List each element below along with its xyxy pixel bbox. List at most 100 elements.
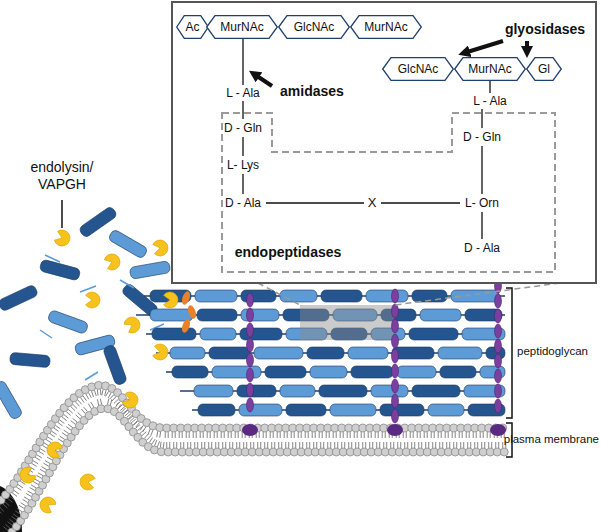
lipid-tail [24,497,29,500]
lipid-tail [459,432,460,438]
lipid-tail [232,442,233,448]
lipid-tail [343,432,344,438]
lipid-tail [355,442,356,448]
protein-segment [392,409,399,423]
lipid-tail [40,469,45,472]
lipid-tail [214,432,215,438]
lipid-tail [168,432,169,438]
lipid-tail [156,431,158,437]
lipid-tail [243,442,244,448]
amino-acid: D - Ala [225,196,261,210]
glycan-rod [241,309,279,321]
enzyme-name: endopeptidases [235,244,342,261]
lipid-tail [8,498,13,502]
lipid-tail [270,432,271,438]
lipid-tail [418,442,419,448]
arrow [254,74,272,86]
lipid-tail [207,432,208,438]
endolysin-enzyme [37,494,58,515]
lipid-tail [133,422,138,426]
glycan-rod [286,404,326,416]
bracket [506,288,512,418]
protein-segment [392,349,399,363]
lipid-tail [201,442,202,448]
glycan-fragment [39,259,81,281]
lipid-tail [42,445,47,448]
hexagon-shape [207,16,278,39]
lipid-tail [432,442,433,448]
protein-segment [495,324,502,338]
lipid-tail [179,432,180,438]
lipid-tail [491,442,492,448]
lipid-tail [160,442,162,448]
lipid-tail [183,442,184,448]
lipid-tail [110,395,114,399]
lipid-tail [364,432,365,438]
lipid-tail [239,442,240,448]
lipid-tail [487,432,488,438]
lipid-tail [3,527,8,531]
lipid-tail [441,432,442,438]
lipid-tail [413,432,414,438]
protein-segment [247,323,254,337]
lipid-tail [78,400,82,404]
lipid-tail [466,432,467,438]
lipid-tail [26,493,31,496]
lipid-tail [3,504,7,508]
surface-protein [180,290,191,306]
lipid-tail [12,516,17,519]
lipid-tail [327,442,328,448]
lipid-tail [89,393,92,398]
lipid-tail [92,391,94,397]
lipid-tail [30,488,35,491]
lipid-tail [38,473,43,476]
lipid-tail [495,442,496,448]
lipid-tail [431,432,432,438]
protein-segment [495,294,502,308]
lipid-tail [143,427,146,432]
lipid-tail [481,442,482,448]
endolysin-enzymes [17,228,178,515]
lipid-tail [292,442,293,448]
lipid-tail [41,467,46,470]
lipid-tail [45,461,50,464]
lipid-tail [46,439,51,442]
glycan-rod [319,385,367,397]
lipid-tail [231,432,232,438]
lipid-tail [0,507,4,512]
lipid-tail [390,442,391,448]
lipid-tail [480,432,481,438]
leaflet-guide [12,408,505,532]
lipid-tail [467,442,468,448]
lipid-tail [60,436,65,439]
lipid-tail [484,442,485,448]
lipid-tail [197,442,198,448]
bond-line [242,39,243,85]
amino-acid: D - Gln [224,121,262,135]
glycan-rod [351,366,393,378]
glycan-rod [420,309,461,321]
lipid-tail [152,439,155,444]
lipid-tail [439,442,440,448]
enzyme-name: glyosidases [505,21,585,38]
structure-label: peptidoglycan [517,345,588,359]
protein-segment [392,304,399,318]
amino-acid: L- Orn [465,196,499,210]
lipid-tail [144,434,148,438]
lipid-tail [94,390,96,396]
lipid-tail [47,457,52,460]
lipid-tail [31,463,36,466]
glycan-rod [200,328,236,340]
structure-label: plasma membrane [504,433,599,447]
lipid-tail [502,442,503,448]
bond-line [242,101,243,119]
lipid-tail [175,432,176,438]
lipid-tail [375,432,376,438]
bond-line [242,174,243,194]
protein-anchor [387,424,403,436]
lipid-tail [446,442,447,448]
lipid-tail [17,508,22,511]
sugar-hexagon: GlcNAc [382,57,454,81]
lipid-tail [105,390,106,396]
lipid-tail [225,442,226,448]
